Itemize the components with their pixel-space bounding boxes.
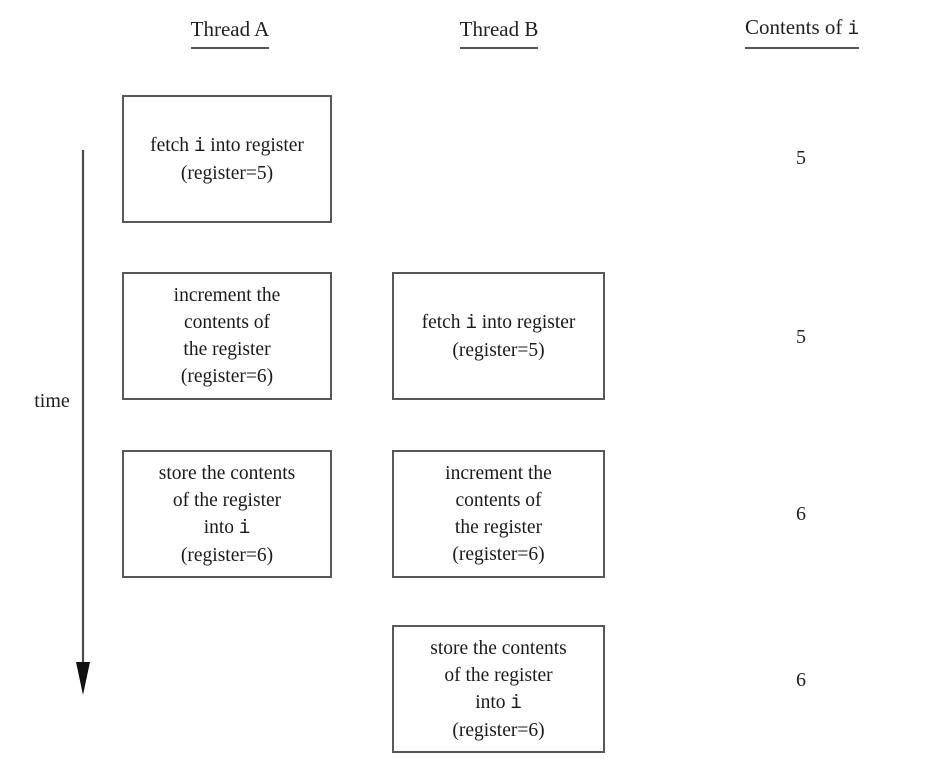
step-box-thread-a-2-line4: (register=6) — [180, 366, 274, 387]
step-box-thread-b-2-line4: (register=6) — [452, 544, 545, 565]
contents-value-row-1: 5 — [796, 147, 806, 169]
step-box-thread-b-3-line4: (register=6) — [452, 719, 545, 741]
step-box-thread-b-2-line3: the register — [454, 517, 543, 538]
column-header-thread-b-text: Thread B — [459, 16, 539, 49]
step-box-thread-b-2-line2: contents of — [455, 490, 542, 511]
step-box-thread-a-2-line3: the register — [183, 339, 271, 360]
step-box-thread-b-1: fetch i into register (register=5) — [392, 272, 605, 400]
step-box-thread-b-1-line2: (register=5) — [452, 339, 545, 361]
step-box-thread-b-3-line2: of the register — [444, 664, 553, 686]
column-header-thread-a-text: Thread A — [190, 16, 270, 49]
column-header-contents-of-i-text: Contents of i — [744, 14, 860, 49]
column-header-thread-a: Thread A — [128, 16, 332, 49]
variable-i: i — [193, 134, 206, 157]
step-box-thread-b-2-line1: increment the — [445, 463, 552, 484]
contents-header-prefix: Contents of — [744, 15, 848, 39]
variable-i: i — [238, 516, 251, 539]
step-box-thread-a-2: increment the contents of the register (… — [122, 272, 332, 400]
time-axis-label: time — [34, 390, 70, 412]
step-box-thread-a-3-line2: of the register — [172, 489, 282, 511]
step-box-thread-b-3-line3: into i — [475, 691, 522, 714]
step-box-thread-a-2-line1: increment the — [173, 285, 281, 306]
contents-header-variable: i — [847, 18, 860, 40]
contents-value-row-3: 6 — [796, 503, 806, 525]
step-box-thread-a-3-line1: store the contents — [158, 462, 296, 484]
step-box-thread-a-1: fetch i into register (register=5) — [122, 95, 332, 223]
variable-i: i — [465, 311, 477, 334]
step-box-thread-a-1-line2: (register=5) — [180, 162, 274, 184]
contents-value-row-4: 6 — [796, 669, 806, 691]
step-box-thread-a-3-line4: (register=6) — [180, 544, 274, 566]
step-box-thread-a-2-line2: contents of — [183, 312, 271, 333]
variable-i: i — [510, 691, 522, 714]
step-box-thread-b-3-line1: store the contents — [430, 637, 567, 659]
time-arrow — [76, 150, 90, 695]
column-header-thread-b: Thread B — [394, 16, 604, 49]
step-box-thread-b-2: increment the contents of the register (… — [392, 450, 605, 578]
time-arrowhead — [76, 662, 90, 695]
step-box-thread-a-3-line3: into i — [203, 516, 251, 539]
step-box-thread-a-3: store the contents of the register into … — [122, 450, 332, 578]
step-box-thread-b-1-line1: fetch i into register — [421, 311, 576, 334]
contents-value-row-2: 5 — [796, 326, 806, 348]
column-header-contents-of-i: Contents of i — [700, 14, 904, 49]
step-box-thread-b-3: store the contents of the register into … — [392, 625, 605, 753]
step-box-thread-a-1-line1: fetch i into register — [150, 134, 304, 157]
